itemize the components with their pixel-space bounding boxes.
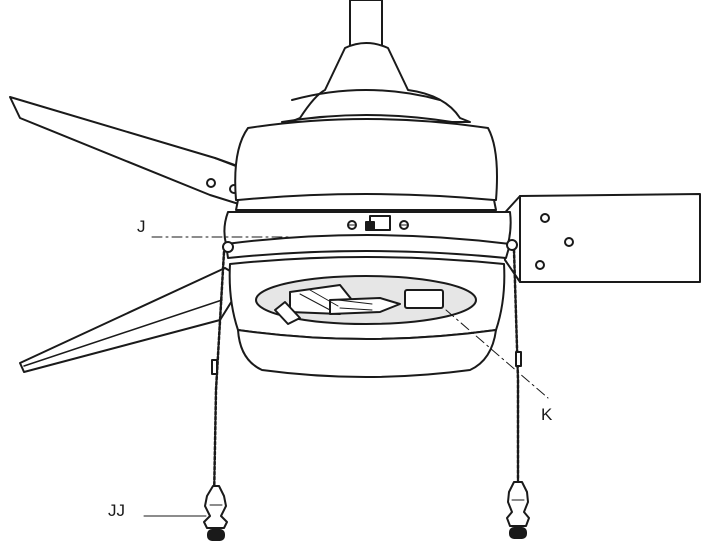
light-kit bbox=[225, 234, 511, 378]
callout-label-k: K bbox=[541, 405, 553, 424]
blade-lower-left bbox=[19, 267, 246, 373]
callout-label-jj: JJ bbox=[108, 501, 125, 520]
motor-housing bbox=[234, 42, 498, 211]
pull-chain-right bbox=[506, 239, 530, 539]
callout-label-j: J bbox=[137, 217, 146, 236]
callout-lines bbox=[143, 236, 549, 517]
switch-housing bbox=[223, 211, 512, 245]
blade-right bbox=[499, 193, 701, 283]
leader-k bbox=[445, 309, 549, 399]
pull-chain-left bbox=[203, 241, 234, 541]
